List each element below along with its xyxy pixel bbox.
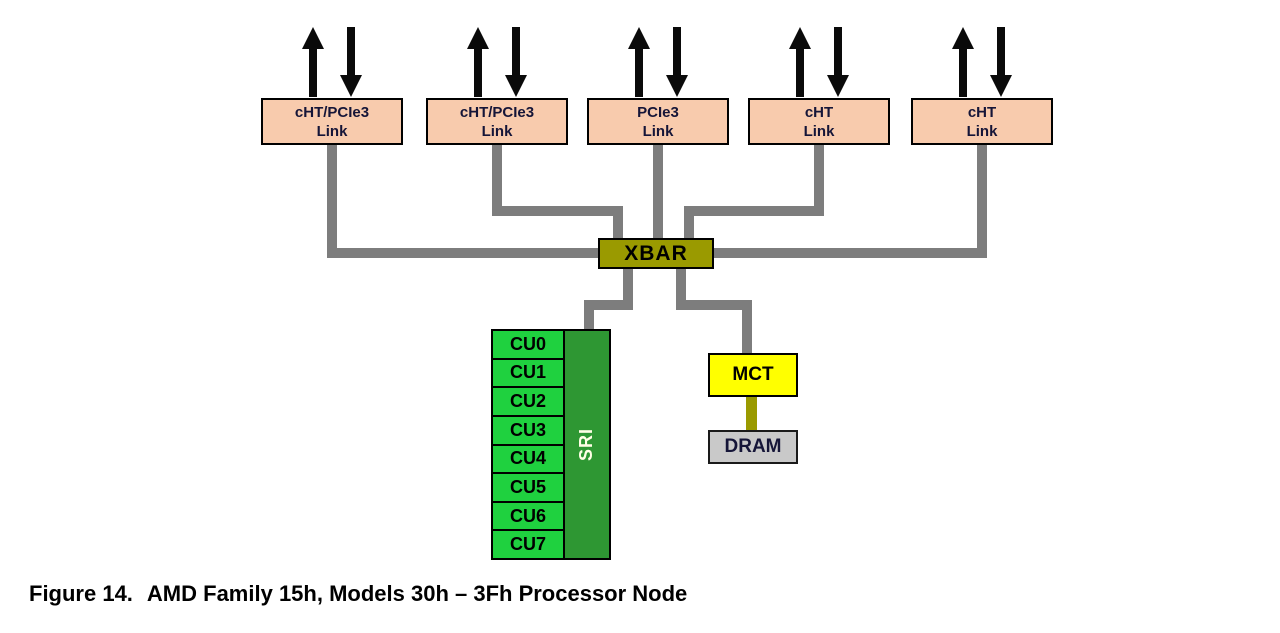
- cu-cell: CU7: [493, 531, 563, 558]
- figure-caption-title: AMD Family 15h, Models 30h – 3Fh Process…: [146, 581, 688, 606]
- link-label-line1: cHT: [967, 103, 997, 121]
- up-arrow-icon: [302, 27, 324, 49]
- connector-xbar-sri-vertical: [584, 300, 594, 331]
- bidirectional-arrows-icon: [952, 27, 1012, 97]
- cu-cell: CU2: [493, 388, 563, 415]
- bidirectional-arrows-icon: [628, 27, 688, 97]
- link-label-line1: cHT: [804, 103, 834, 121]
- figure-caption: Figure 14. AMD Family 15h, Models 30h – …: [29, 581, 687, 607]
- down-arrow-icon: [340, 75, 362, 97]
- cu-cell: CU3: [493, 416, 563, 444]
- link-label-line2: Link: [966, 122, 998, 140]
- connector-link2-horizontal: [492, 206, 623, 216]
- link-box-cht-pcie3-2: cHT/PCIe3 Link: [426, 98, 568, 145]
- sri-block: CU0 CU1 CU2 CU3 CU4 CU5 CU6 CU7 SRI: [491, 329, 611, 560]
- connector-link1-vertical: [327, 145, 337, 258]
- bidirectional-arrows-icon: [467, 27, 527, 97]
- connector-mct-dram: [746, 394, 757, 432]
- mct-label: MCT: [732, 364, 774, 385]
- connector-link5-vertical: [977, 145, 987, 258]
- link-label-line1: cHT/PCIe3: [459, 103, 535, 121]
- connector-link4-horizontal: [684, 206, 824, 216]
- connector-xbar-sri-drop: [623, 266, 633, 310]
- bidirectional-arrows-icon: [789, 27, 849, 97]
- link-label-line2: Link: [803, 122, 835, 140]
- dram-label: DRAM: [724, 436, 782, 457]
- connector-xbar-mct-drop: [676, 266, 686, 310]
- xbar-label: XBAR: [624, 241, 688, 265]
- up-arrow-shaft: [309, 47, 317, 97]
- connector-link4-drop: [684, 206, 694, 240]
- link-label-line2: Link: [481, 122, 513, 140]
- bidirectional-arrows-icon: [302, 27, 362, 97]
- cu-cell: CU0: [493, 331, 563, 358]
- link-label-line2: Link: [642, 122, 674, 140]
- cu-column: CU0 CU1 CU2 CU3 CU4 CU5 CU6 CU7: [493, 331, 563, 558]
- sri-column: SRI: [565, 331, 609, 558]
- cu-cell: CU6: [493, 502, 563, 530]
- dram-block: DRAM: [708, 430, 798, 464]
- link-box-cht-1: cHT Link: [748, 98, 890, 145]
- link-label-line2: Link: [316, 122, 348, 140]
- connector-link3-vertical: [653, 145, 663, 240]
- link-label-line1: PCIe3: [637, 103, 679, 121]
- connector-link2-drop: [613, 206, 623, 240]
- cu-cell: CU4: [493, 445, 563, 473]
- connector-link2-vertical: [492, 145, 502, 216]
- connector-xbar-mct-horizontal: [676, 300, 752, 310]
- mct-block: MCT: [708, 353, 798, 397]
- xbar-block: XBAR: [598, 238, 714, 269]
- link-box-pcie3: PCIe3 Link: [587, 98, 729, 145]
- figure-caption-label: Figure 14.: [29, 581, 133, 606]
- link-box-cht-2: cHT Link: [911, 98, 1053, 145]
- cu-cell: CU1: [493, 359, 563, 387]
- connector-xbar-mct-vertical: [742, 300, 752, 355]
- cu-cell: CU5: [493, 474, 563, 501]
- link-label-line1: cHT/PCIe3: [294, 103, 370, 121]
- connector-link4-vertical: [814, 145, 824, 216]
- sri-label: SRI: [576, 427, 597, 462]
- connector-xbar-sri-horizontal: [584, 300, 633, 310]
- down-arrow-shaft: [347, 27, 355, 75]
- link-box-cht-pcie3-1: cHT/PCIe3 Link: [261, 98, 403, 145]
